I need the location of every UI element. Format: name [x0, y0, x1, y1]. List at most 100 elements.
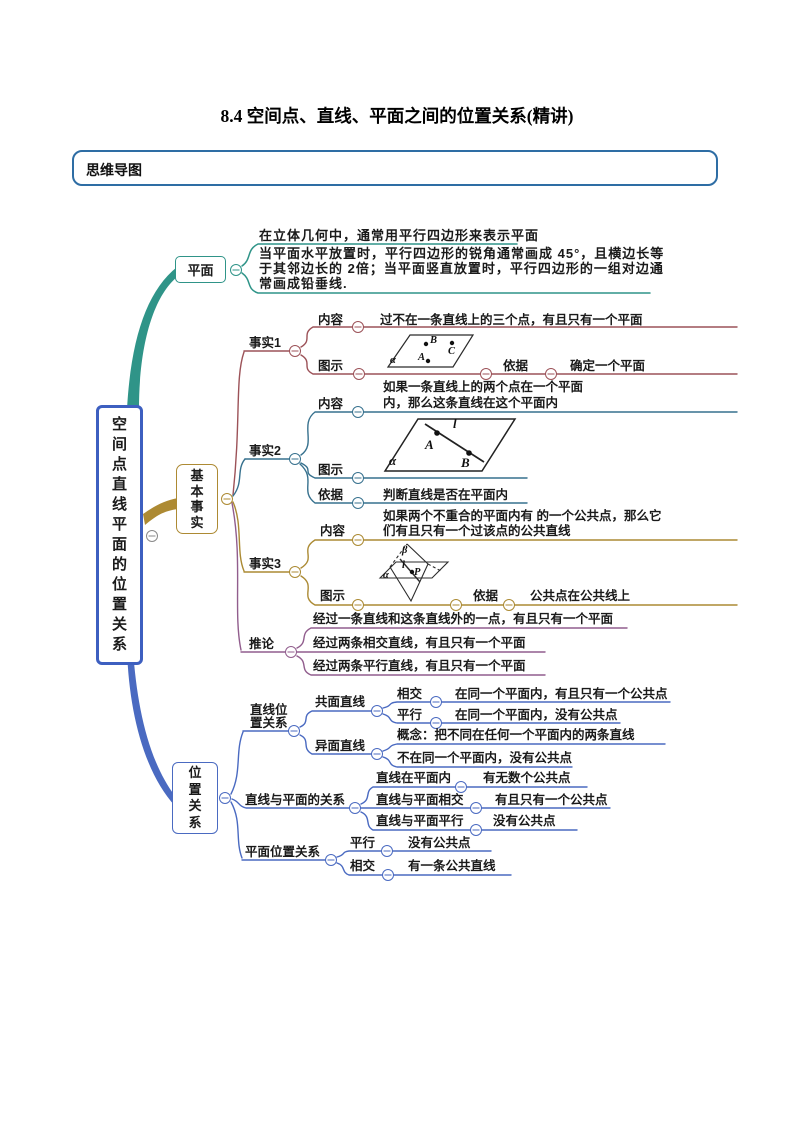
skew-note: 不在同一个平面内，没有公共点	[397, 751, 573, 765]
collapse-icon[interactable]	[325, 854, 337, 866]
plane-node[interactable]: 平面	[175, 256, 226, 283]
fact3-branch-lines	[232, 501, 738, 606]
page-title: 8.4 空间点、直线、平面之间的位置关系(精讲)	[220, 106, 574, 126]
fact3-figure	[378, 543, 450, 603]
fact1-fig-alpha-label: α	[390, 355, 396, 366]
collapse-icon[interactable]	[480, 368, 492, 380]
fact3-fig-l-label: l	[402, 560, 405, 571]
root-node-label: 空间点直线平面的位置关系	[111, 416, 127, 653]
fact2-label: 事实2	[249, 444, 281, 458]
collapse-icon[interactable]	[470, 802, 482, 814]
fact1-label: 事实1	[249, 336, 281, 350]
fact3-basis: 公共点在公共线上	[530, 589, 631, 603]
fact1-fig-b-label: B	[430, 335, 438, 346]
plane-plane-para-text: 没有公共点	[408, 836, 471, 850]
collapse-icon[interactable]	[470, 824, 482, 836]
collapse-icon[interactable]	[289, 566, 301, 578]
plane-note1: 在立体几何中，通常用平行四边形来表示平面	[259, 228, 540, 243]
collapse-icon[interactable]	[230, 264, 242, 276]
corollary-item3: 经过两条平行直线，有且只有一个平面	[313, 659, 526, 673]
collapse-icon[interactable]	[382, 869, 394, 881]
fact1-fig-a-label: A	[418, 352, 426, 363]
position-node-label: 位置关系	[188, 765, 202, 830]
collapse-icon[interactable]	[289, 453, 301, 465]
collapse-icon[interactable]	[289, 345, 301, 357]
collapse-icon[interactable]	[221, 493, 233, 505]
corollary-item2: 经过两条相交直线，有且只有一个平面	[313, 636, 526, 650]
fact2-content-line1: 如果一条直线上的两个点在一个平面	[383, 380, 584, 394]
collapse-icon[interactable]	[352, 321, 364, 333]
fact2-fig-a-label: A	[425, 437, 434, 452]
collapse-icon[interactable]	[430, 717, 442, 729]
fact3-content-label: 内容	[320, 524, 346, 538]
skew-label: 异面直线	[315, 739, 366, 753]
plane-note2-line2: 于其邻边长的 2倍；当平面竖直放置时，平行四边形的一组对边通	[259, 261, 664, 276]
fact1-basis-label: 依据	[503, 359, 529, 373]
coplanar-parallel-text: 在同一个平面内，没有公共点	[455, 708, 618, 722]
fact1-basis: 确定一个平面	[570, 359, 646, 373]
collapse-icon[interactable]	[371, 748, 383, 760]
fact3-content-line1: 如果两个不重合的平面内有 的一个公共点，那么它	[383, 509, 662, 523]
fact3-content-line2: 们有且只有一个过该点的公共直线	[383, 524, 571, 538]
position-branch-lines	[230, 701, 671, 876]
position-node[interactable]: 位置关系	[172, 762, 218, 834]
fact2-content-label: 内容	[318, 397, 344, 411]
plane-plane-para-label: 平行	[350, 836, 376, 850]
fact1-figure	[386, 334, 475, 368]
collapse-icon[interactable]	[285, 646, 297, 658]
plane-note2-line1: 当平面水平放置时，平行四边形的锐角通常画成 45°，且横边长等	[259, 246, 665, 261]
section-frame	[72, 150, 718, 186]
collapse-icon[interactable]	[450, 599, 462, 611]
collapse-icon[interactable]	[352, 534, 364, 546]
collapse-icon[interactable]	[430, 696, 442, 708]
fact1-content: 过不在一条直线上的三个点，有且只有一个平面	[380, 313, 643, 327]
collapse-icon[interactable]	[219, 792, 231, 804]
fact2-basis-label: 依据	[318, 488, 344, 502]
line-in-plane-text: 有无数个公共点	[483, 771, 571, 785]
line-plane-label: 直线与平面的关系	[245, 793, 346, 807]
plane-node-label: 平面	[187, 263, 214, 278]
fact3-label: 事实3	[249, 557, 281, 571]
fact3-fig-beta-label: β	[402, 545, 408, 556]
collapse-icon[interactable]	[288, 725, 300, 737]
basic-facts-node[interactable]: 基本事实	[176, 464, 218, 534]
root-branches	[127, 267, 178, 806]
line-plane-cross-text: 有且只有一个公共点	[495, 793, 608, 807]
corollary-label: 推论	[249, 637, 275, 651]
fact3-figure-label: 图示	[320, 589, 346, 603]
fact2-branch-lines	[232, 411, 738, 504]
corollary-branch-lines	[231, 502, 628, 676]
collapse-icon[interactable]	[455, 781, 467, 793]
fact1-content-label: 内容	[318, 313, 344, 327]
fact2-figure	[383, 418, 517, 472]
fact2-figure-label: 图示	[318, 463, 344, 477]
collapse-icon[interactable]	[545, 368, 557, 380]
collapse-icon[interactable]	[371, 705, 383, 717]
line-plane-para-text: 没有公共点	[493, 814, 556, 828]
coplanar-intersect-label: 相交	[397, 687, 423, 701]
plane-plane-cross-text: 有一条公共直线	[408, 859, 496, 873]
collapse-icon[interactable]	[352, 472, 364, 484]
fact3-fig-p-label: P	[414, 567, 421, 578]
collapse-icon[interactable]	[353, 368, 365, 380]
coplanar-intersect-text: 在同一个平面内，有且只有一个公共点	[455, 687, 668, 701]
fact2-fig-l-label: l	[453, 416, 457, 431]
fact1-branch-lines	[232, 326, 738, 496]
plane-note2-line3: 常画成铅垂线.	[259, 276, 348, 291]
collapse-icon[interactable]	[503, 599, 515, 611]
collapse-icon[interactable]	[352, 406, 364, 418]
plane-plane-cross-label: 相交	[350, 859, 376, 873]
fact2-basis: 判断直线是否在平面内	[383, 488, 509, 502]
skew-concept: 概念：把不同在任何一个平面内的两条直线	[397, 728, 635, 742]
collapse-icon[interactable]	[381, 845, 393, 857]
root-node[interactable]: 空间点直线平面的位置关系	[96, 405, 143, 665]
collapse-icon[interactable]	[146, 530, 158, 542]
collapse-icon[interactable]	[349, 802, 361, 814]
collapse-icon[interactable]	[352, 599, 364, 611]
collapse-icon[interactable]	[352, 497, 364, 509]
fact2-content-line2: 内，那么这条直线在这个平面内	[383, 396, 559, 410]
coplanar-parallel-label: 平行	[397, 708, 423, 722]
coplanar-label: 共面直线	[315, 695, 366, 709]
